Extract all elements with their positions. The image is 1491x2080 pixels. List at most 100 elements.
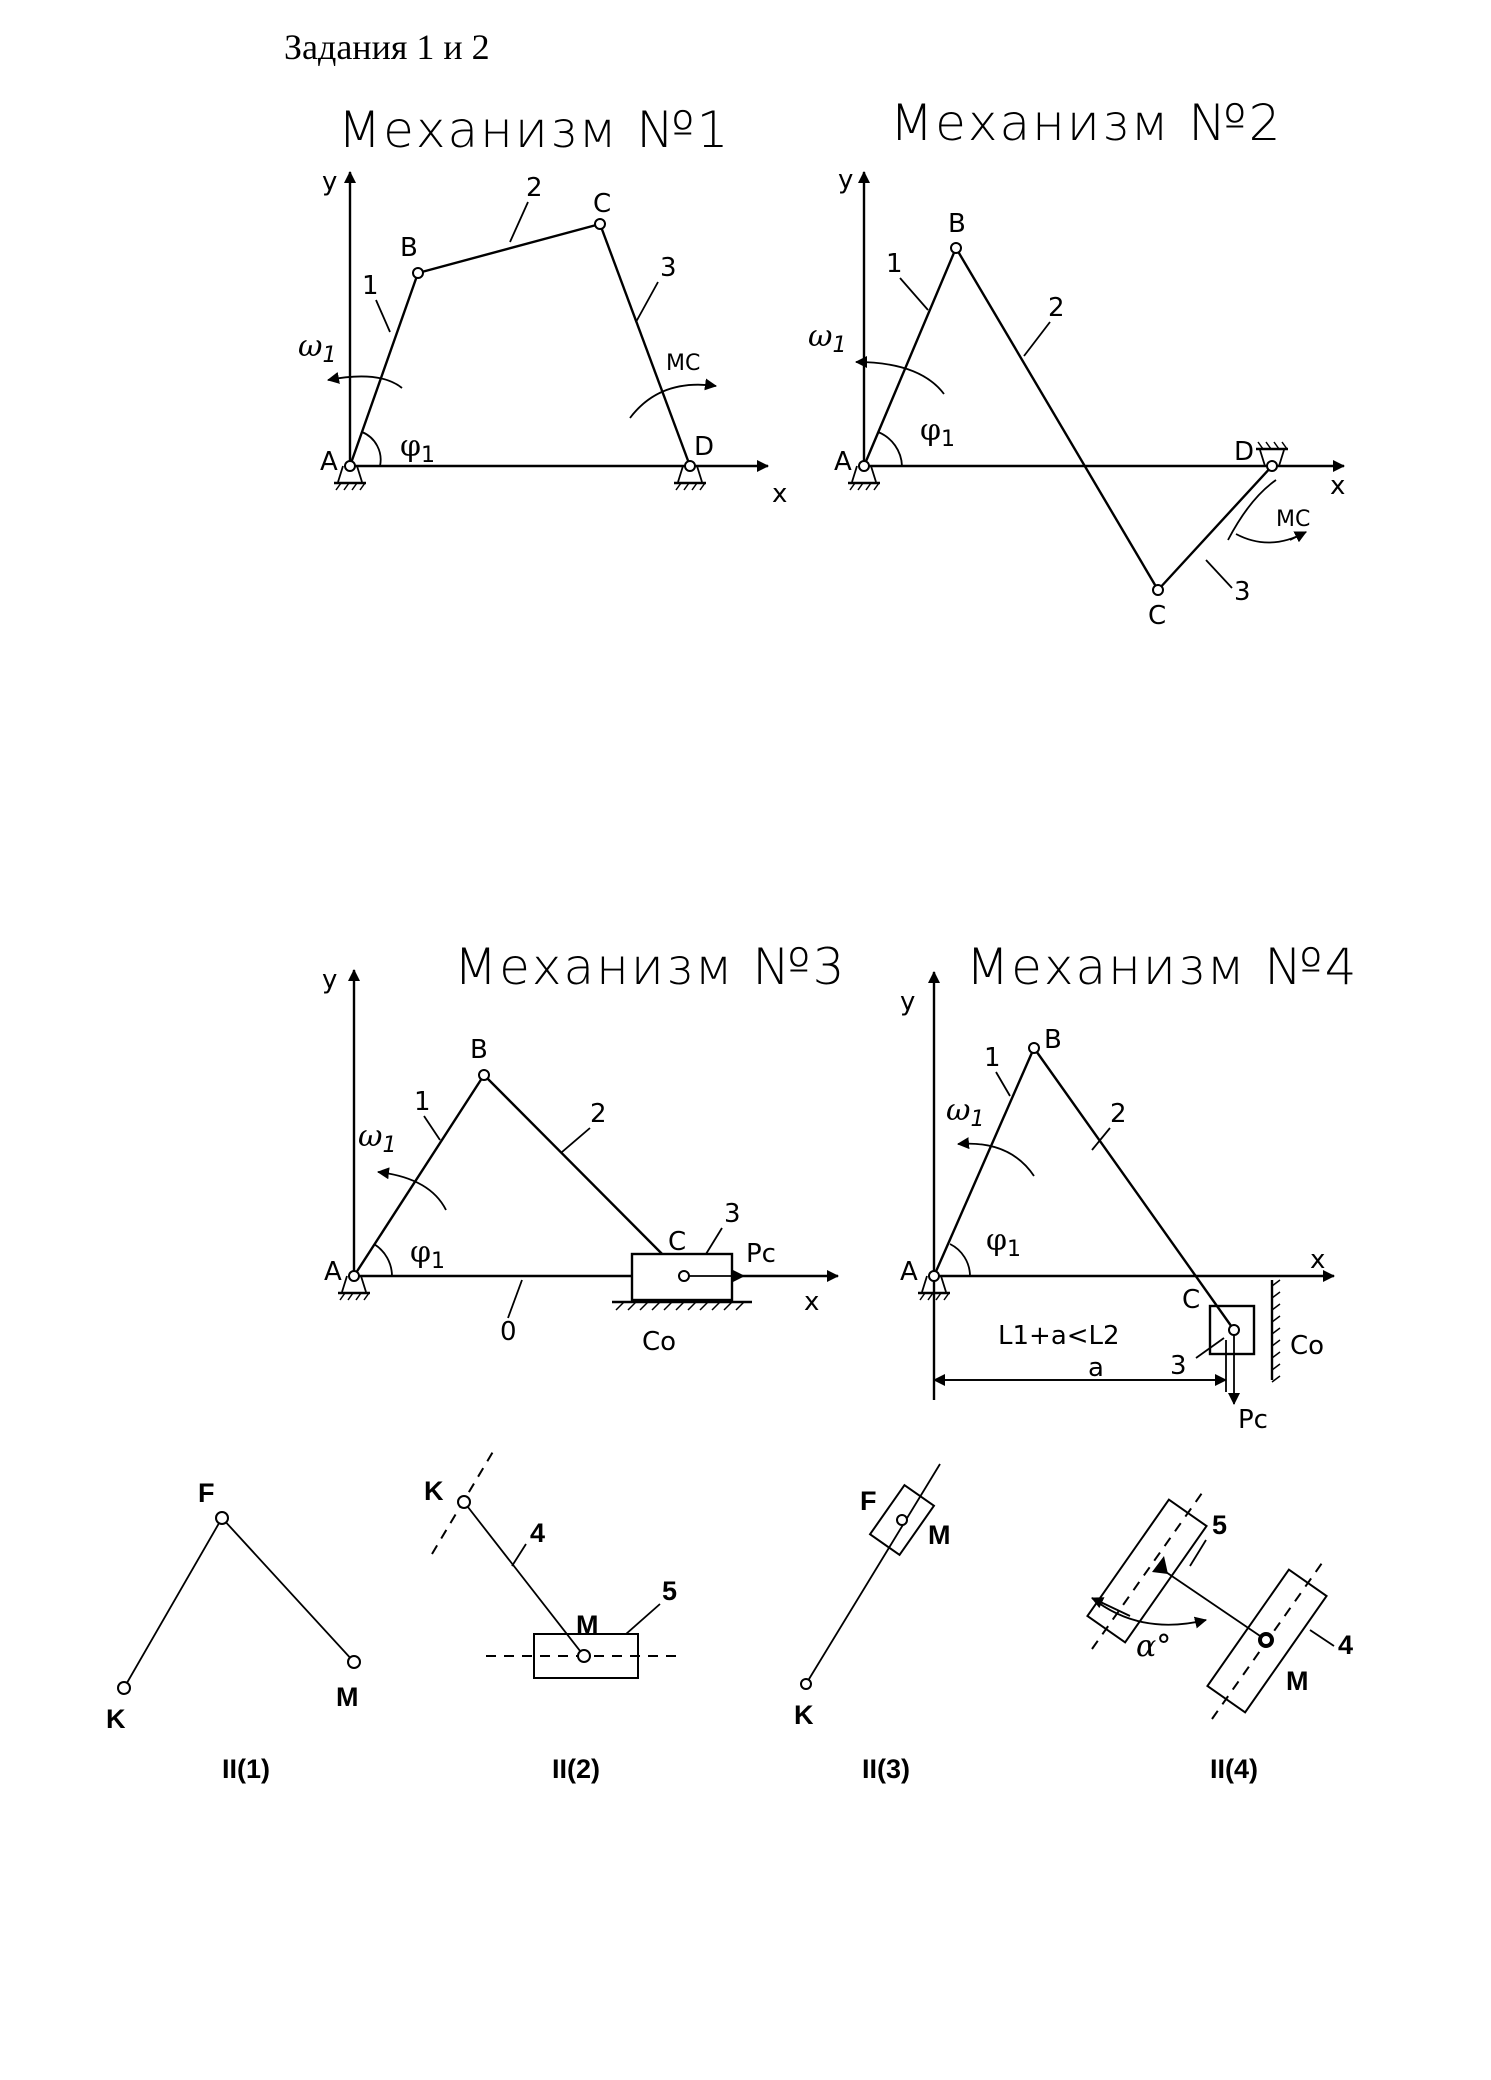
mech3-label-A: A <box>324 1257 342 1287</box>
mech3-label-link-0: 0 <box>500 1317 517 1347</box>
mechanism-4-title: Механизм №4 <box>966 938 1358 996</box>
mech4-condition: L1+a<L2 <box>998 1321 1120 1351</box>
mech2-link-1 <box>862 247 958 467</box>
mech3-force: Pc <box>746 1239 776 1269</box>
mech1-phi-arc <box>361 431 382 467</box>
mech2-joint-B <box>950 242 962 254</box>
group2-label-K: K <box>424 1476 444 1506</box>
group2-slider <box>533 1633 639 1679</box>
group-II-3: F M K II(3) <box>794 1463 951 1784</box>
mech4-slider <box>1208 1304 1256 1356</box>
mech1-moment-arrow <box>629 378 717 419</box>
mech1-label-D: D <box>694 432 714 462</box>
mech3-omega: ω1 <box>358 1119 396 1158</box>
mech4-label-link-2: 2 <box>1110 1099 1127 1129</box>
mechanism-2: Механизм №2 y x A B C D 1 2 3 <box>808 94 1345 631</box>
mech2-link-2 <box>954 247 1160 591</box>
group1-label-F: F <box>198 1478 215 1508</box>
mech3-joint-C <box>678 1270 690 1282</box>
group3-label-K: K <box>794 1700 814 1730</box>
mech2-joint-D <box>1266 460 1278 472</box>
group3-joint-K <box>800 1678 812 1690</box>
mechanism-1: Механизм №1 y x A B C D 1 <box>298 101 787 509</box>
mech3-guide <box>612 1300 752 1311</box>
mech2-moment: MC <box>1276 507 1310 532</box>
group2-joint-K <box>457 1495 471 1509</box>
mech2-label-link-2: 2 <box>1048 293 1065 323</box>
mech1-support-A <box>334 465 366 491</box>
mech4-omega: ω1 <box>946 1093 984 1132</box>
group1-caption: II(1) <box>222 1754 270 1784</box>
group1-label-M: M <box>336 1682 359 1712</box>
mech2-joint-A <box>858 460 870 472</box>
mech3-label-B: B <box>470 1035 488 1065</box>
mech2-omega: ω1 <box>808 319 846 358</box>
mech1-y-label: y <box>322 167 337 197</box>
mech2-label-link-1: 1 <box>886 249 903 279</box>
group-II-4: α° 5 4 M II(4) <box>1086 1492 1353 1784</box>
group1-joint-M <box>347 1655 361 1669</box>
mech4-support-A <box>918 1275 950 1301</box>
mech2-label-C: C <box>1148 601 1166 631</box>
mech3-label-C: C <box>668 1227 686 1257</box>
mech3-label-link-1: 1 <box>414 1087 431 1117</box>
mech1-omega-arrow <box>327 372 403 389</box>
mech4-joint-B <box>1028 1042 1040 1054</box>
mech1-label-C: C <box>593 189 611 219</box>
mech4-label-link-1: 1 <box>984 1043 1001 1073</box>
group3-label-F: F <box>860 1486 877 1516</box>
group3-joint-M <box>896 1514 908 1526</box>
group3-caption: II(3) <box>862 1754 910 1784</box>
mech3-label-link-3: 3 <box>724 1199 741 1229</box>
mech4-phi: φ1 <box>986 1223 1021 1262</box>
mech1-link-2 <box>417 222 601 275</box>
group-II-1: F K M II(1) <box>106 1478 361 1784</box>
mechanism-1-title: Механизм №1 <box>338 101 730 159</box>
mech2-y-label: y <box>838 165 853 195</box>
mech3-guide-label: Co <box>642 1327 676 1357</box>
mech4-joint-A <box>928 1270 940 1282</box>
mech2-link-3 <box>1157 465 1273 591</box>
mech1-label-link-2: 2 <box>526 173 543 203</box>
group3-label-M: M <box>928 1520 951 1550</box>
mech2-phi-arc <box>877 431 903 467</box>
mech1-joint-A <box>344 460 356 472</box>
mech4-omega-arrow <box>957 1137 1035 1177</box>
mech3-support-A <box>338 1275 370 1301</box>
mech1-label-link-3: 3 <box>660 253 677 283</box>
mech1-link-1 <box>348 272 420 467</box>
mech2-label-B: B <box>948 209 966 239</box>
group2-label-link-4: 4 <box>530 1518 545 1548</box>
mech3-y-label: y <box>322 965 337 995</box>
mechanism-3-title: Механизм №3 <box>454 938 846 996</box>
mech4-phi-arc <box>949 1243 971 1277</box>
mech1-link-3 <box>598 223 692 467</box>
mech1-moment: MC <box>666 351 700 376</box>
group4-joint-M <box>1258 1632 1274 1648</box>
group4-label-link-5: 5 <box>1212 1510 1227 1540</box>
group1-joint-F <box>215 1511 229 1525</box>
mech1-label-link-1: 1 <box>362 271 379 301</box>
group2-joint-M <box>577 1649 591 1663</box>
mech3-link-2 <box>483 1074 685 1277</box>
mech2-phi: φ1 <box>920 413 955 452</box>
mech4-label-C: C <box>1182 1285 1200 1315</box>
mech3-phi-arc <box>373 1243 393 1277</box>
mech3-omega-arrow <box>377 1167 447 1211</box>
group2-label-M: M <box>576 1610 599 1640</box>
group4-angle-arc <box>1091 1597 1207 1629</box>
mech4-link-2 <box>1033 1047 1235 1331</box>
mech2-label-A: A <box>834 447 852 477</box>
group3-slider <box>868 1483 936 1557</box>
mech4-link-1 <box>932 1047 1036 1277</box>
group-II-2: K M 4 5 II(2) <box>424 1449 680 1784</box>
mech4-label-link-3: 3 <box>1170 1351 1187 1381</box>
mech2-support-A <box>848 465 880 491</box>
mech3-link-1 <box>352 1074 486 1277</box>
mech4-x-label: x <box>1310 1245 1325 1275</box>
mech4-guide-label: Co <box>1290 1331 1324 1361</box>
mech4-force: Pc <box>1238 1405 1268 1435</box>
mech4-label-A: A <box>900 1257 918 1287</box>
mech4-joint-C <box>1228 1324 1240 1336</box>
group1-label-K: K <box>106 1704 126 1734</box>
